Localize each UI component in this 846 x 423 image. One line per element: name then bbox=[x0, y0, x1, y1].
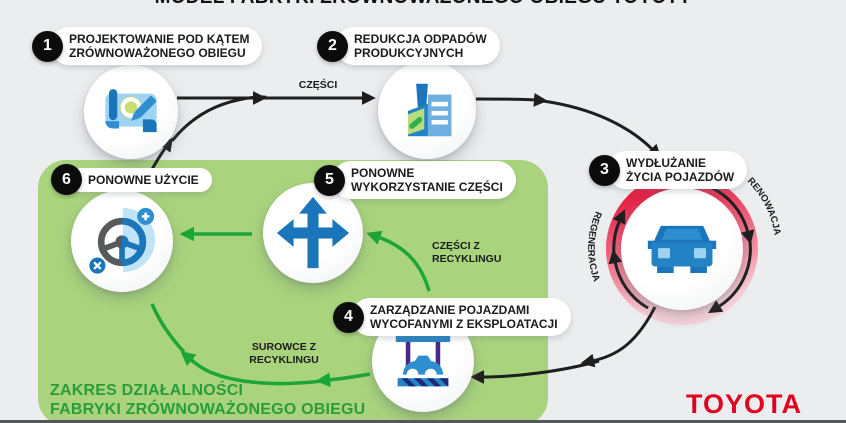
recycled-parts-flow-label: CZĘŚCI Z RECYKLINGU bbox=[432, 240, 502, 265]
green-zone-caption: ZAKRES DZIAŁALNOŚCI FABRYKI ZRÓWNOWAŻONE… bbox=[50, 382, 366, 418]
step6-header: 6 PONOWNE UŻYCIE bbox=[51, 164, 212, 195]
factory-icon bbox=[407, 83, 452, 137]
step4-header: 4 ZARZĄDZANIE POJAZDAMI WYCOFANYMI Z EKS… bbox=[333, 298, 571, 336]
regeneration-curved-label: REGENERACJA bbox=[585, 210, 603, 283]
close-badge-icon bbox=[89, 257, 106, 274]
step5-header: 5 PONOWNE WYKORZYSTANIE CZĘŚCI bbox=[314, 161, 516, 199]
step1-number-badge: 1 bbox=[32, 30, 63, 62]
node-circle-step6 bbox=[71, 190, 173, 292]
green-flow-arrows bbox=[150, 226, 431, 388]
page-title: MODEL FABRYKI ZRÓWNOWAŻONEGO OBIEGU TOYO… bbox=[0, 0, 846, 9]
car-lift-icon bbox=[395, 334, 451, 387]
node-circle-step3 bbox=[621, 188, 743, 310]
step4-number-badge: 4 bbox=[333, 301, 364, 333]
plus-badge-icon bbox=[137, 207, 155, 225]
blueprint-design-icon bbox=[105, 89, 157, 133]
step1-header: 1 PROJEKTOWANIE POD KĄTEM ZRÓWNOWAŻONEGO… bbox=[32, 27, 263, 65]
step3-label: WYDŁUŻANIE ŻYCIA POJAZDÓW bbox=[607, 151, 748, 189]
step4-label: ZARZĄDZANIE POJAZDAMI WYCOFANYMI Z EKSPL… bbox=[351, 298, 571, 336]
car-front-icon bbox=[647, 225, 717, 273]
step6-label: PONOWNE UŻYCIE bbox=[69, 167, 212, 192]
step2-number-badge: 2 bbox=[317, 30, 348, 62]
step2-label: REDUKCJA ODPADÓW PRODUKCYJNYCH bbox=[335, 27, 500, 65]
step2-header: 2 REDUKCJA ODPADÓW PRODUKCYJNYCH bbox=[317, 27, 500, 65]
recycled-materials-flow-label: SUROWCE Z RECYKLINGU bbox=[249, 341, 319, 366]
step3-header: 3 WYDŁUŻANIE ŻYCIA POJAZDÓW bbox=[589, 151, 748, 189]
toyota-logo: TOYOTA bbox=[686, 389, 803, 419]
step6-number-badge: 6 bbox=[51, 164, 82, 195]
step5-number-badge: 5 bbox=[314, 164, 345, 196]
steering-wheel-icon bbox=[89, 207, 156, 274]
bottom-border-strip bbox=[0, 420, 846, 423]
node-circle-step2 bbox=[378, 61, 476, 159]
node-circle-step1 bbox=[84, 65, 178, 159]
four-way-arrows-icon bbox=[276, 196, 350, 269]
black-flow-arrows bbox=[145, 91, 662, 384]
step3-number-badge: 3 bbox=[589, 154, 620, 186]
parts-flow-label: CZĘŚCI bbox=[298, 79, 338, 91]
step5-label: PONOWNE WYKORZYSTANIE CZĘŚCI bbox=[332, 161, 516, 199]
node-circle-step5 bbox=[263, 183, 363, 283]
step1-label: PROJEKTOWANIE POD KĄTEM ZRÓWNOWAŻONEGO O… bbox=[50, 27, 263, 65]
